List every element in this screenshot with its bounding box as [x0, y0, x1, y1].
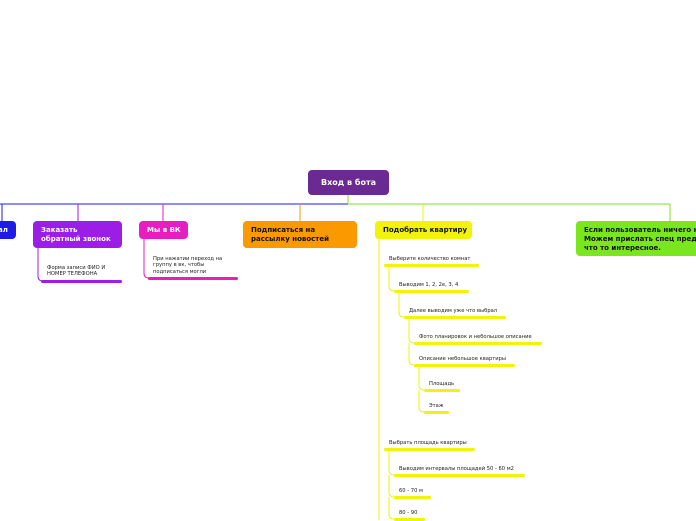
leaf-choose-area: Выбрать площадь квартиры	[389, 440, 467, 446]
leaf-show-selected: Далее выводим уже что выбрал	[409, 308, 498, 314]
connector-callback-child	[37, 248, 44, 282]
branch-left-cut-label: ал	[0, 226, 8, 234]
root-node[interactable]: Вход в бота	[308, 170, 389, 195]
connector-short-description	[408, 343, 415, 366]
branch-vk-label: Мы в ВК	[147, 226, 181, 234]
underline-short-description	[414, 364, 515, 367]
connector-rooms-list	[388, 265, 395, 292]
leaf-area-60-70: 60 - 70 м	[399, 488, 423, 494]
connector-area-60-70	[388, 475, 395, 498]
connector-floor	[418, 390, 425, 413]
leaf-short-description: Описание небольшое квартиры	[419, 356, 507, 362]
underline-vk-link	[148, 277, 238, 280]
root-label: Вход в бота	[321, 178, 376, 187]
branch-apartment[interactable]: Подобрать квартиру	[375, 221, 472, 239]
branch-subscribe-label: Подписаться на рассылку новостей	[251, 226, 329, 243]
leaf-area-intervals: Выводим интервалы площадей 50 - 60 м2	[399, 466, 514, 472]
underline-rooms-choose	[384, 264, 479, 267]
leaf-vk-link: При нажатии переход на группу в вк, чтоб…	[153, 256, 223, 275]
underline-area-60-70	[394, 496, 431, 499]
branch-callback[interactable]: Заказать обратный звонок	[33, 221, 122, 248]
underline-area	[424, 389, 460, 392]
leaf-photo-plans: Фото планировок и небольшое описание	[419, 334, 532, 340]
connector-vk-child	[143, 239, 150, 279]
underline-area-intervals	[394, 474, 525, 477]
branch-left-cut[interactable]: ал	[0, 221, 16, 239]
underline-callback-form	[41, 280, 122, 283]
connector-photo-plans	[408, 317, 415, 344]
leaf-area: Площадь	[429, 381, 455, 387]
underline-photo-plans	[414, 342, 542, 345]
connector-area	[418, 365, 425, 391]
leaf-rooms-choose: Выберите количество комнат	[389, 256, 471, 262]
connector-area-intervals	[388, 449, 395, 476]
leaf-callback-form: Форма записи ФИО И НОМЕР ТЕЛЕФОНА	[47, 265, 106, 278]
leaf-rooms-list: Выводим 1, 2, 2е, 3, 4	[399, 282, 459, 288]
branch-apartment-label: Подобрать квартиру	[383, 226, 468, 234]
leaf-area-80-90: 80 - 90	[399, 510, 418, 516]
branch-vk[interactable]: Мы в ВК	[139, 221, 188, 239]
underline-floor	[424, 411, 449, 414]
underline-rooms-list	[394, 290, 469, 293]
connector-area-80-90	[388, 497, 395, 520]
underline-choose-area	[384, 448, 475, 451]
branch-fallback-label: Если пользователь ничего н Можем прислат…	[584, 226, 696, 252]
branch-subscribe[interactable]: Подписаться на рассылку новостей	[243, 221, 357, 248]
connector-show-selected	[398, 291, 405, 318]
branch-callback-label: Заказать обратный звонок	[41, 226, 111, 243]
underline-show-selected	[404, 316, 506, 319]
branch-fallback[interactable]: Если пользователь ничего н Можем прислат…	[576, 221, 696, 256]
leaf-floor: Этаж	[429, 403, 444, 409]
